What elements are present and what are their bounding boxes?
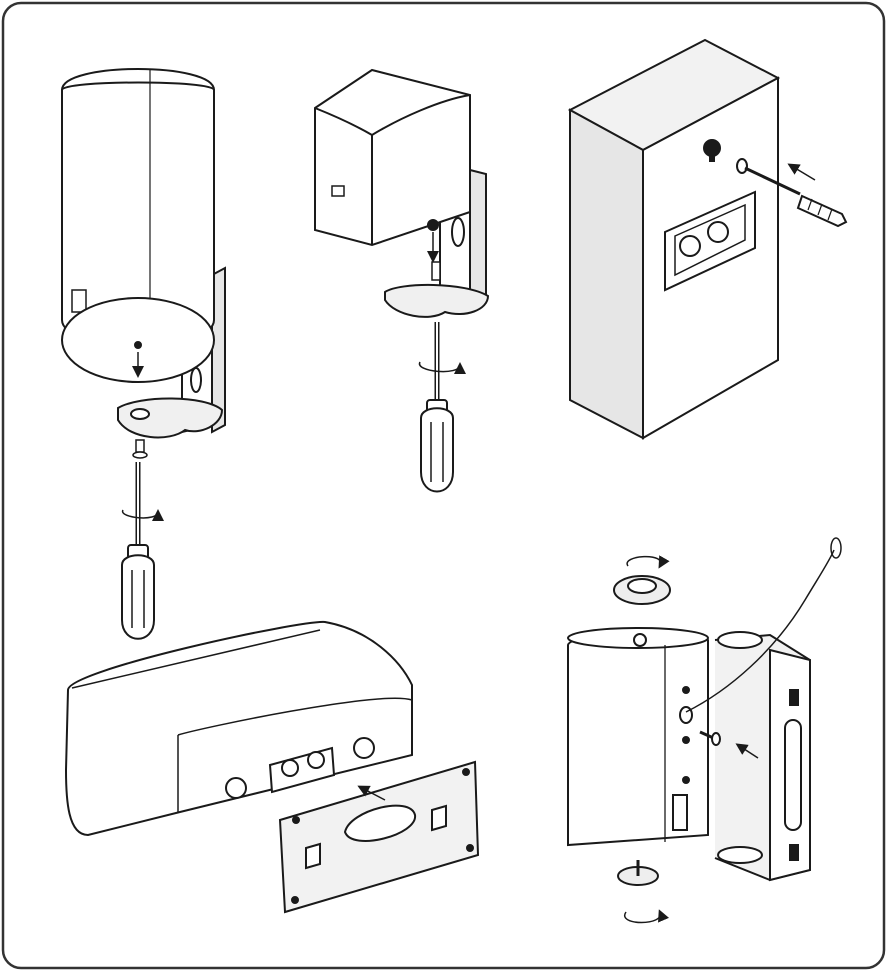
screw-icon xyxy=(736,158,801,196)
panel-flat-speaker xyxy=(567,38,848,440)
u-bracket-icon xyxy=(714,631,811,882)
screw-icon xyxy=(699,730,721,746)
safety-cable-icon xyxy=(685,549,835,713)
screw-icon xyxy=(135,439,145,453)
wall-plug-icon xyxy=(796,194,848,228)
panel-cube-speaker xyxy=(314,68,490,493)
panel-cylinder-speaker xyxy=(61,68,226,640)
rotate-arrow-icon xyxy=(626,555,670,569)
panel-wide-speaker xyxy=(64,620,480,914)
left-arrow-icon xyxy=(787,163,816,181)
screwdriver-icon xyxy=(420,322,454,493)
screwdriver-icon xyxy=(121,462,155,640)
panel-bookshelf-speaker xyxy=(567,537,842,924)
screw-icon xyxy=(431,261,441,281)
arrow-icon xyxy=(735,743,759,759)
rotate-arrow-icon xyxy=(419,361,466,375)
arrow-icon xyxy=(357,785,386,801)
rotate-arrow-icon xyxy=(623,909,670,924)
rotate-arrow-icon xyxy=(122,509,164,522)
knob-icon xyxy=(613,575,671,605)
wall-rail-icon xyxy=(278,760,480,914)
